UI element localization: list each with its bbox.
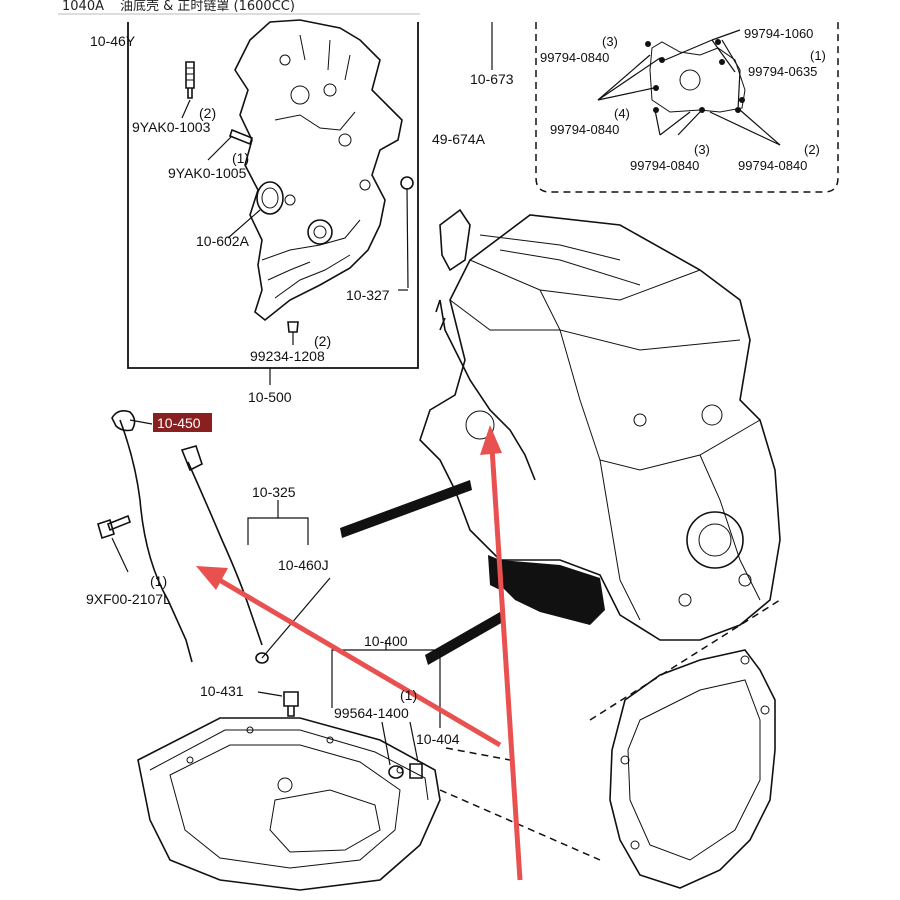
oil-pump-plug [400, 176, 414, 190]
dipstick [119, 419, 193, 663]
red-arrows [196, 425, 523, 881]
label-99564-qty: (1) [400, 687, 417, 703]
label-9xf00-2107l: 9XF00-2107L [86, 591, 171, 607]
label-9xf00-qty: (1) [150, 573, 167, 589]
rear-plate-gasket [439, 599, 781, 889]
engine-assembly [419, 208, 781, 641]
oil-pan-group [137, 640, 511, 891]
timing-cover-group [127, 19, 493, 385]
label-10-602a: 10-602A [196, 233, 250, 249]
timing-chain-cover [234, 19, 403, 322]
label-10-46y: 10-46Y [90, 33, 136, 49]
label-10-325: 10-325 [252, 484, 296, 500]
inset-label-d-qty: (4) [614, 106, 630, 121]
label-99234-1208-qty: (2) [314, 333, 331, 349]
oil-seal [256, 181, 284, 215]
label-9yak0-1005: 9YAK0-1005 [168, 165, 247, 181]
bolt-pattern-inset [535, 22, 839, 193]
label-99234-1208: 99234-1208 [250, 348, 325, 364]
inset-label-b: 99794-1060 [744, 26, 813, 41]
label-10-431: 10-431 [200, 683, 244, 699]
label-10-460j: 10-460J [278, 557, 329, 573]
inset-label-c: 99794-0635 [748, 64, 817, 79]
label-10-400: 10-400 [364, 633, 408, 649]
stud-bolt [185, 61, 195, 99]
drain-washer [388, 765, 404, 779]
inset-label-a: 99794-0840 [540, 50, 609, 65]
label-9yak0-1005-qty: (1) [232, 150, 249, 166]
inset-label-a-qty: (3) [602, 34, 618, 49]
engine-oil-pan [500, 560, 605, 625]
header-code: 1040A [62, 0, 104, 14]
label-10-404: 10-404 [416, 731, 460, 747]
inset-label-c-qty: (1) [810, 48, 826, 63]
label-49-674a: 49-674A [432, 131, 486, 147]
drain-plug [409, 763, 423, 779]
inset-label-e: 99794-0840 [630, 158, 699, 173]
label-10-327: 10-327 [346, 287, 390, 303]
guide-bolt [97, 514, 131, 540]
inset-label-f-qty: (2) [804, 142, 820, 157]
engine-block [419, 214, 781, 641]
oil-pan [137, 717, 441, 891]
header-strip: 1040A 油底壳 & 正时链罩 (1600CC) [58, 0, 420, 15]
oil-level-sensor [283, 691, 299, 717]
arrow-to-dipstick-shaft [214, 575, 502, 748]
gasket-plate [609, 649, 776, 889]
label-10-673: 10-673 [470, 71, 514, 87]
dipstick-group [97, 410, 331, 664]
wire-harness [439, 299, 536, 481]
label-9yak0-1003-qty: (2) [199, 105, 216, 121]
label-99564-1400: 99564-1400 [334, 705, 409, 721]
header-title: 油底壳 & 正时链罩 (1600CC) [120, 0, 295, 14]
label-10-500: 10-500 [248, 389, 292, 405]
inset-label-d: 99794-0840 [550, 122, 619, 137]
arrow-to-dipstick-tube [489, 447, 523, 881]
label-10-450: 10-450 [157, 415, 201, 431]
inset-label-e-qty: (3) [694, 142, 710, 157]
highlight-10-450-box [153, 413, 212, 432]
label-9yak0-1003: 9YAK0-1003 [132, 119, 211, 135]
inset-label-f: 99794-0840 [738, 158, 807, 173]
lower-bolt [287, 321, 299, 333]
pointer-wedge-lower [425, 612, 503, 665]
pointer-wedge-upper [340, 480, 472, 538]
dipstick-guide [187, 461, 263, 646]
timing-cover-frame [127, 22, 419, 369]
callout-labels: 10-46Y 10-673 (2) 9YAK0-1003 (1) 9YAK0-1… [86, 26, 826, 747]
cover-bolt [229, 128, 253, 146]
inset-frame [535, 22, 839, 193]
